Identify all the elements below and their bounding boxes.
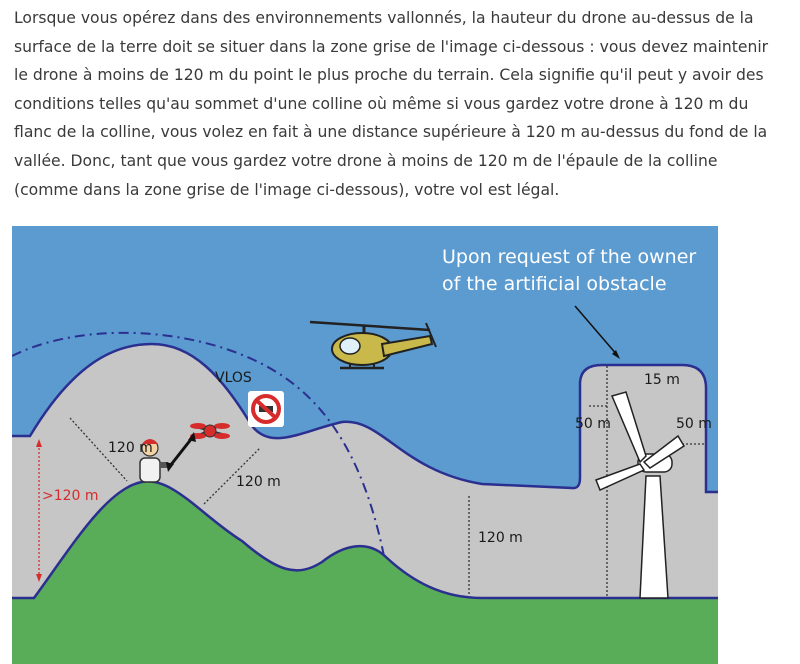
windmill-icon [595,391,686,599]
vlos-label: VLOS [215,370,252,386]
ground-outline [12,480,718,600]
drone-altitude-diagram: VLOS [12,226,718,664]
label-120m-left: 120 m [108,440,153,456]
article-paragraph: Lorsque vous opérez dans des environneme… [14,9,769,199]
zone-boundary-line [12,342,718,494]
label-120m-slope: 120 m [236,474,281,490]
caption-arrowhead [612,350,620,359]
caption-line-2: of the artificial obstacle [442,273,667,295]
no-drone-sign-icon [248,391,284,427]
label-15m: 15 m [644,372,680,388]
helicopter-icon [309,320,437,370]
diagram-svg: VLOS [12,226,718,664]
caption-line-1: Upon request of the owner [442,246,696,268]
red-arrow-top [36,439,42,447]
drone-icon [190,423,230,439]
red-arrow-bottom [36,574,42,582]
caption-pointer [574,305,619,357]
pilot-drone-arrow [166,432,196,472]
label-120m-valley: 120 m [478,530,523,546]
ground-terrain [12,481,718,664]
vlos-range-arc [12,331,385,557]
label-over-120m: >120 m [42,488,99,504]
pilot-figure-icon [139,439,168,483]
label-50m-left: 50 m [575,416,611,432]
distance-indicators [69,366,704,596]
label-50m-right: 50 m [676,416,712,432]
